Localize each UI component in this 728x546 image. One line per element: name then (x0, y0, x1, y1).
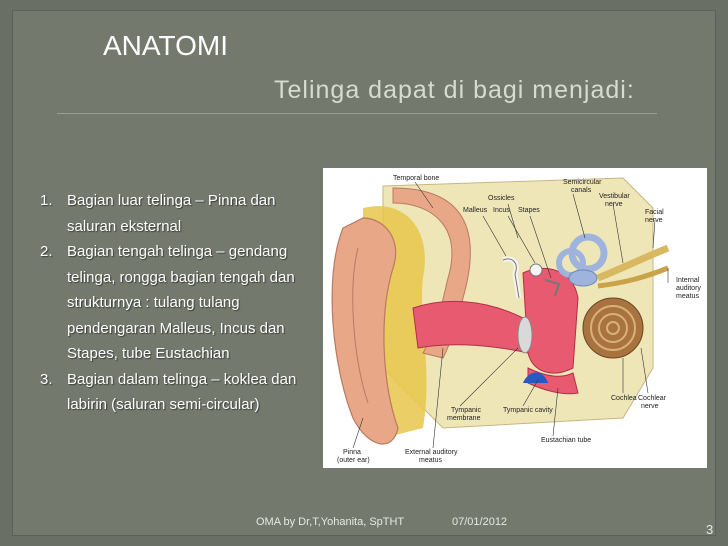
list-line: labirin (saluran semi-circular) (67, 392, 330, 418)
label-canals: canals (571, 187, 592, 194)
slide-subtitle: Telinga dapat di bagi menjadi: (274, 76, 635, 105)
list-line: Bagian tengah telinga – gendang (67, 239, 330, 265)
list-line: telinga, rongga bagian tengah dan (67, 265, 330, 291)
label-ossicles: Ossicles (488, 195, 515, 202)
label-membrane: membrane (447, 415, 481, 422)
footer-author: OMA by Dr,T,Yohanita, SpTHT (256, 516, 404, 528)
list-item: 2. Bagian tengah telinga – gendang telin… (40, 239, 330, 367)
list-line: Bagian luar telinga – Pinna dan (67, 188, 330, 214)
list-number: 2. (40, 239, 67, 367)
ear-anatomy-illustration: Temporal bone Ossicles Malleus Incus Sta… (323, 168, 707, 468)
label-vestibular: Vestibular (599, 193, 630, 200)
label-facial-nerve: nerve (645, 217, 663, 224)
list-item: 1. Bagian luar telinga – Pinna dan salur… (40, 188, 330, 239)
label-facial: Facial (645, 209, 664, 216)
list-item: 3. Bagian dalam telinga – koklea dan lab… (40, 367, 330, 418)
list-line: Bagian dalam telinga – koklea dan (67, 367, 330, 393)
slide-title: ANATOMI (103, 30, 228, 62)
ear-anatomy-figure: Temporal bone Ossicles Malleus Incus Sta… (323, 168, 707, 468)
footer-date: 07/01/2012 (452, 516, 507, 528)
label-eustachian-tube: Eustachian tube (541, 437, 591, 444)
label-outer-ear: (outer ear) (337, 457, 370, 464)
label-incus: Incus (493, 207, 510, 214)
label-internal: Internal (676, 277, 700, 284)
label-external-auditory: External auditory (405, 449, 458, 456)
list-line: pendengaran Malleus, Incus dan (67, 316, 330, 342)
list-number: 1. (40, 188, 67, 239)
label-tympanic-cavity: Tympanic cavity (503, 407, 553, 414)
anatomy-list: 1. Bagian luar telinga – Pinna dan salur… (40, 188, 330, 418)
label-temporal-bone: Temporal bone (393, 175, 439, 182)
label-cochlear: Cochlear (638, 395, 667, 402)
label-semicircular: Semicircular (563, 179, 602, 186)
label-malleus: Malleus (463, 207, 488, 214)
label-cochlea: Cochlea (611, 395, 637, 402)
label-stapes: Stapes (518, 207, 540, 214)
title-divider (57, 113, 657, 114)
label-auditory: auditory (676, 285, 701, 292)
list-line: saluran eksternal (67, 214, 330, 240)
list-number: 3. (40, 367, 67, 418)
label-cochlear-nerve: nerve (641, 403, 659, 410)
label-vestibular-nerve: nerve (605, 201, 623, 208)
list-line: Stapes, tube Eustachian (67, 341, 330, 367)
list-line: strukturnya : tulang tulang (67, 290, 330, 316)
label-external-meatus: meatus (419, 457, 442, 464)
label-pinna: Pinna (343, 449, 361, 456)
page-number: 3 (706, 522, 713, 537)
label-meatus: meatus (676, 293, 699, 300)
label-tympanic: Tympanic (451, 407, 481, 414)
